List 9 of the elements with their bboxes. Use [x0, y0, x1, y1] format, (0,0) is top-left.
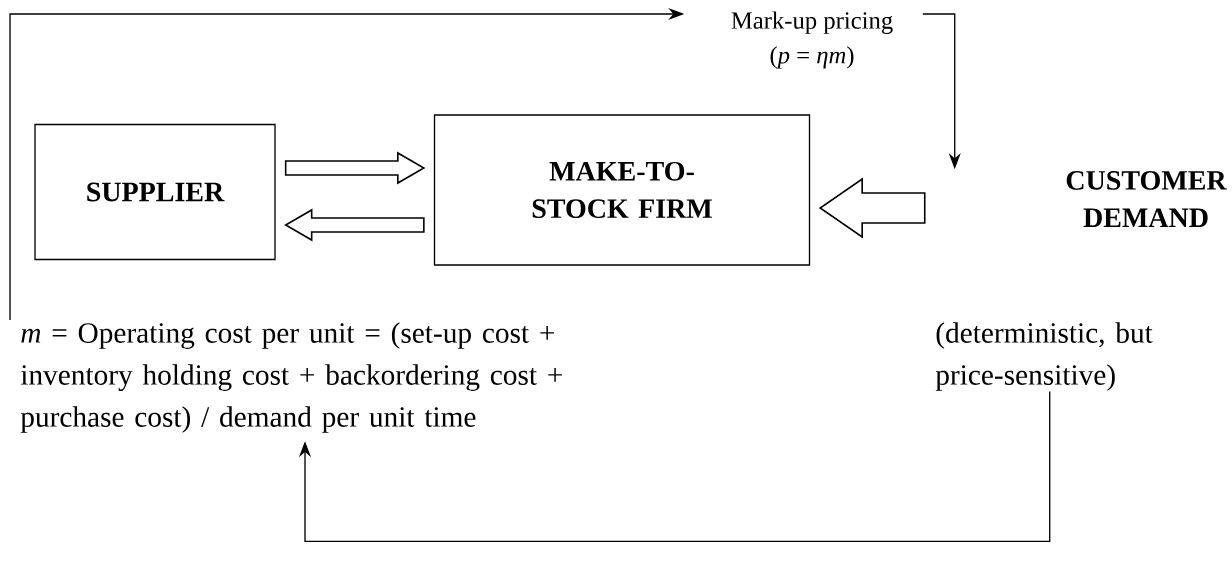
- block-arrow: [284, 208, 425, 242]
- block-arrow: [818, 177, 926, 239]
- block-arrow: [284, 151, 426, 185]
- pricing-text: Mark-up pricing (p = ηm): [731, 11, 893, 69]
- arrow: [298, 390, 1051, 543]
- firm-box: MAKE-TO-STOCK FIRM: [433, 114, 811, 266]
- customer-demand-text: CUSTOMER DEMAND (deterministic, but price-sensitive): [935, 171, 1227, 391]
- cost-formula: m = Operating cost per unit = (set-up cost + inventory holding cost + backordering cost + purchase cost) / demand per unit time: [20, 322, 562, 433]
- supplier-box: SUPPLIER: [34, 123, 276, 261]
